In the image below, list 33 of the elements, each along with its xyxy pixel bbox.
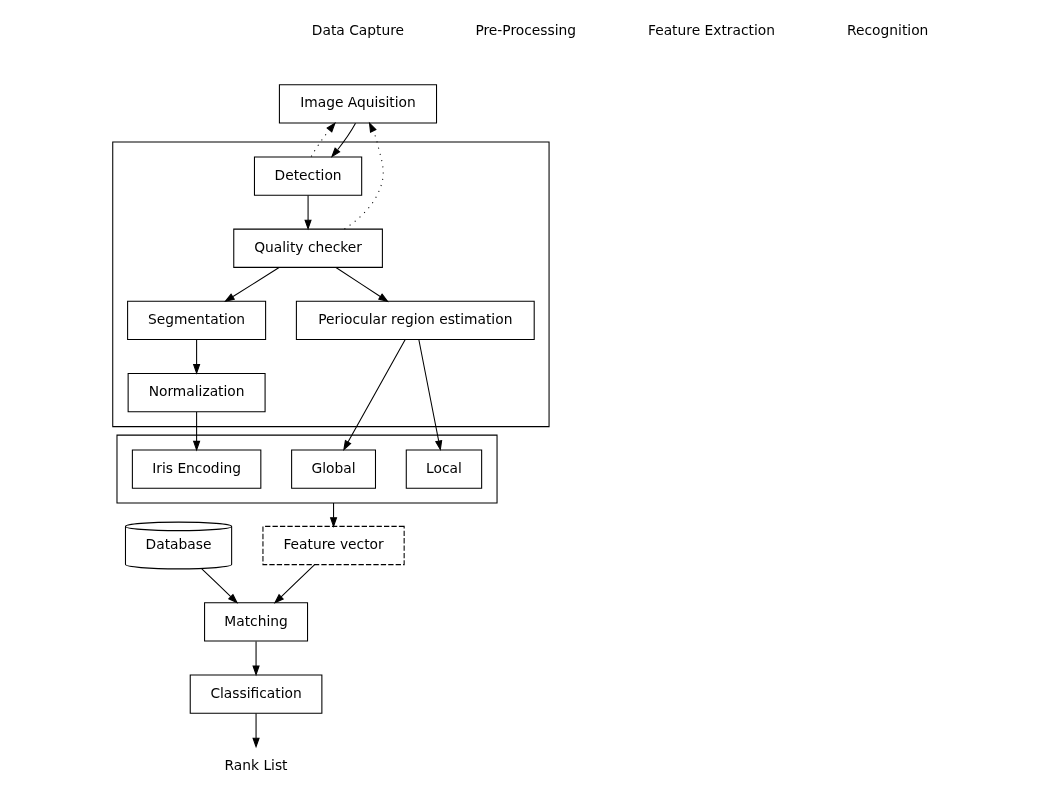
arrow xyxy=(334,267,389,303)
arrow xyxy=(330,122,356,158)
node-box: Local xyxy=(405,449,482,489)
node-box: Matching xyxy=(203,602,308,642)
node-box: Global xyxy=(290,449,376,489)
arrow xyxy=(303,195,312,231)
node-box: Image Aquisition xyxy=(278,84,437,124)
label: Feature Extraction xyxy=(647,22,775,39)
label: Recognition xyxy=(846,22,928,39)
arrow xyxy=(343,121,384,230)
node-box: Segmentation xyxy=(126,300,266,341)
label: Pre-Processing xyxy=(474,22,576,39)
node-box: Quality checker xyxy=(232,228,383,268)
node-box: Classification xyxy=(189,674,322,714)
arrow xyxy=(310,122,336,157)
node-box: Periocular region estimation xyxy=(295,300,535,341)
arrow xyxy=(200,568,238,604)
node-box: Feature vector xyxy=(261,525,405,566)
cluster xyxy=(115,434,498,504)
arrow xyxy=(192,411,200,452)
label: Data Capture xyxy=(311,22,404,39)
cluster xyxy=(111,141,550,428)
arrow xyxy=(192,339,200,375)
node-box: Normalization xyxy=(127,373,266,413)
arrow xyxy=(251,713,260,749)
arrow xyxy=(251,640,260,677)
arrow xyxy=(273,564,315,604)
node-box: Detection xyxy=(253,156,362,196)
node-text: Rank List xyxy=(224,756,288,773)
arrow xyxy=(417,339,442,452)
node-box: Iris Encoding xyxy=(131,449,261,489)
arrow xyxy=(223,267,280,303)
arrow xyxy=(342,339,406,451)
